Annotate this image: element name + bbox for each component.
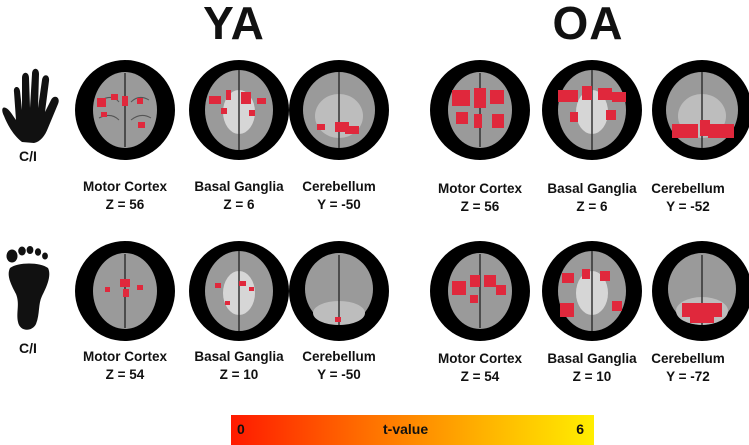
colorbar: 0 t-value 6 [231, 415, 594, 445]
colorbar-min: 0 [237, 421, 245, 437]
brain-ya-bottom-motor [75, 241, 175, 341]
foot-icon [6, 246, 50, 330]
brain-oa-bottom-cerebellum [652, 241, 749, 341]
brain-oa-bottom-motor [430, 241, 530, 341]
group-title-oa: OA [552, 0, 624, 49]
brain-ya-top-basal [189, 60, 289, 160]
row-label-hand: C/I [19, 148, 37, 164]
colorbar-label: t-value [383, 421, 429, 437]
row-label-foot: C/I [19, 340, 37, 356]
brain-oa-bottom-basal [542, 241, 642, 341]
brain-ya-bottom-basal [189, 241, 289, 341]
brain-oa-top-cerebellum [652, 60, 749, 160]
brain-ya-top-motor [75, 60, 175, 160]
brain-ya-top-cerebellum [289, 60, 389, 160]
colorbar-max: 6 [576, 421, 584, 437]
brain-oa-top-basal [542, 60, 642, 160]
brain-ya-bottom-cerebellum [289, 241, 389, 341]
group-title-ya: YA [203, 0, 265, 49]
brain-oa-top-motor [430, 60, 530, 160]
hand-icon [2, 68, 59, 143]
